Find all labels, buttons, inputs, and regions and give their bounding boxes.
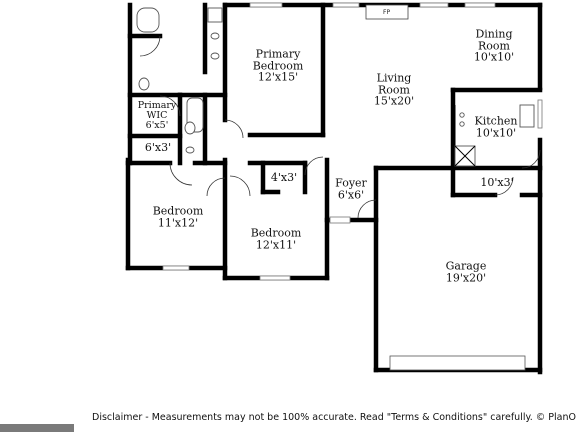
room-name: Bedroom [152, 204, 204, 218]
room-label-primary-wic: Primary WIC 6'x5' [138, 101, 177, 131]
sink-2 [210, 52, 220, 60]
tub-primary [136, 7, 160, 33]
toilet-primary [138, 77, 150, 91]
room-name: Garage [445, 259, 487, 273]
fireplace [365, 4, 409, 20]
room-label-primary-bedroom: Primary Bedroom 12'x15' [252, 47, 304, 84]
door-swing-hall [206, 177, 226, 197]
room-size: 12'x11' [255, 238, 297, 251]
garage-door [389, 355, 526, 371]
sink-hall [185, 146, 195, 154]
room-label-garage: Garage 19'x20' [446, 260, 487, 283]
door-swing-wic [159, 95, 181, 117]
door-swing-bedroom-mid [229, 175, 251, 197]
room-name: Primary Bedroom [252, 47, 304, 73]
toilet-hall [184, 121, 196, 135]
fireplace-label: FP [383, 9, 391, 16]
kitchen-sink [519, 104, 535, 128]
door-swing-kitchen [521, 149, 541, 169]
disclaimer-text: Disclaimer - Measurements may not be 100… [92, 412, 576, 423]
room-name: Dining Room [475, 27, 513, 53]
room-size: 10'x10' [475, 126, 517, 139]
window-bedroom-mid [259, 275, 291, 281]
room-size: 15'x20' [373, 94, 415, 108]
door-swing-laundry [494, 176, 514, 196]
room-name: Living Room [376, 71, 412, 97]
window-bedroom-left [162, 265, 190, 271]
room-size: 10'x10' [473, 50, 515, 64]
window-living [332, 2, 360, 8]
room-label-bedroom-left: Bedroom 11'x12' [153, 205, 204, 228]
room-size: 4'x3' [270, 171, 298, 185]
room-size: 6'x3' [144, 141, 172, 155]
brand-logo-strip [0, 424, 74, 432]
room-label-living: Living Room 15'x20' [373, 71, 415, 108]
room-label-foyer: Foyer 6'x6' [335, 177, 367, 200]
room-label-bath-small: 6'x3' [145, 142, 171, 154]
room-name: Primary WIC [137, 100, 177, 122]
door-swing-bedroom-left [169, 162, 193, 186]
room-size: 6'x5' [145, 119, 169, 131]
room-label-bedroom-mid: Bedroom 12'x11' [251, 227, 302, 250]
window-primary [249, 2, 283, 8]
door-swing-closet [304, 156, 324, 176]
room-size: 19'x20' [445, 271, 487, 284]
door-swing-foyer [357, 199, 377, 219]
sink-1 [210, 32, 220, 40]
front-door [329, 216, 351, 224]
door-swing-bath [139, 35, 161, 57]
window-kitchen [537, 99, 543, 129]
room-name: Foyer [335, 176, 367, 190]
room-size: 11'x12' [157, 216, 199, 229]
room-size: 12'x15' [257, 70, 299, 84]
door-swing-primary [224, 119, 244, 139]
room-size: 10'x3' [480, 176, 514, 190]
room-label-dining: Dining Room 10'x10' [473, 27, 515, 64]
room-size: 6'x6' [337, 188, 365, 201]
room-name: Bedroom [250, 226, 302, 240]
room-label-kitchen: Kitchen 10'x10' [475, 115, 518, 138]
window-living-2 [419, 2, 449, 8]
room-label-closet: 4'x3' [271, 172, 297, 184]
shower [207, 7, 223, 23]
room-name: Kitchen [474, 114, 518, 128]
room-label-laundry: 10'x3' [480, 177, 513, 189]
window-dining [464, 2, 496, 8]
